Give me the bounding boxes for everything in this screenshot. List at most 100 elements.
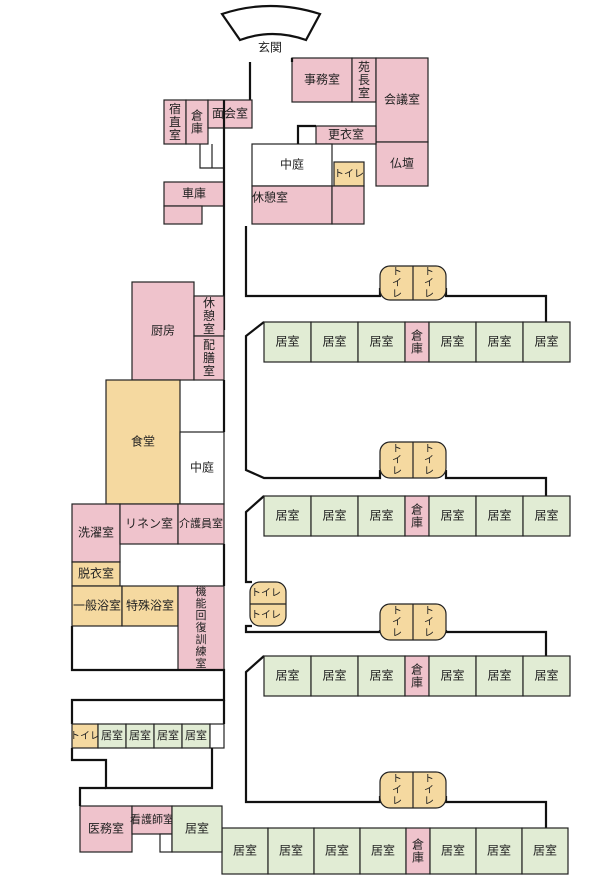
- wing3-room-7-label: 居室: [534, 668, 558, 683]
- wing4-room-6: [429, 827, 477, 875]
- room-linen: [119, 503, 179, 545]
- wing1-room-1: [263, 321, 312, 363]
- room-director: [351, 57, 377, 103]
- wing4-room-7-label: 居室: [487, 843, 511, 858]
- small-wing-room-3-label: 居室: [157, 728, 179, 742]
- wing4-room-4: [359, 827, 407, 875]
- room-medical-label: 医務室: [88, 821, 124, 836]
- wing2-room-2: [310, 495, 359, 537]
- entrance-hall: [250, 38, 294, 64]
- room-dining-label: 食堂: [131, 434, 155, 449]
- wing1-room-5-label: 居室: [440, 334, 464, 349]
- room-office-label: 事務室: [304, 72, 340, 87]
- wing3-room-2-label: 居室: [322, 668, 346, 683]
- wing1-storage: [404, 321, 430, 363]
- toilet-lower: [71, 723, 99, 749]
- toilet-4a-label: トイレ: [392, 774, 402, 807]
- wing2-room-3-label: 居室: [369, 508, 393, 523]
- wing1-room-5: [428, 321, 477, 363]
- wing3-room-7: [522, 655, 571, 697]
- wing4-room-8-label: 居室: [533, 843, 557, 858]
- wing3-room-6-label: 居室: [487, 668, 511, 683]
- wing1-room-3-label: 居室: [369, 334, 393, 349]
- room-resident-medical-label: 居室: [185, 821, 209, 836]
- room-nurse-side: [159, 833, 173, 853]
- wing2-room-7-label: 居室: [534, 508, 558, 523]
- wing3-storage-label: 倉庫: [411, 661, 423, 689]
- wing2-room-5-label: 居室: [440, 508, 464, 523]
- room-conference: [375, 57, 429, 143]
- toilet-1b-label: トイレ: [424, 267, 434, 300]
- wing3-room-1: [263, 655, 312, 697]
- wing2-room-2-label: 居室: [322, 508, 346, 523]
- room-director-label: 苑長室: [358, 60, 370, 100]
- wing3-room-1-label: 居室: [275, 668, 299, 683]
- small-wing: 居室居室居室居室: [97, 723, 225, 749]
- wing2-room-7: [522, 495, 571, 537]
- room-general-bath-label: 一般浴室: [73, 598, 121, 613]
- room-special-bath: [121, 585, 179, 627]
- room-dressing: [315, 125, 377, 145]
- toilet-side-a-label: トイレ: [251, 588, 281, 599]
- room-medical: [79, 805, 133, 853]
- entrance-canopy: [220, 4, 322, 42]
- room-conference-label: 会議室: [384, 92, 420, 107]
- room-kitchen-label: 厨房: [151, 323, 175, 338]
- wing3-storage: [404, 655, 430, 697]
- wing2-room-6: [475, 495, 524, 537]
- resident-wings: 居室居室居室倉庫居室居室居室居室居室居室倉庫居室居室居室居室居室居室倉庫居室居室…: [221, 321, 571, 875]
- wing4-room-1-label: 居室: [233, 843, 257, 858]
- wing1-room-7-label: 居室: [534, 334, 558, 349]
- wing1-room-1-label: 居室: [275, 334, 299, 349]
- toilet-3b-label: トイレ: [424, 606, 434, 639]
- small-wing-room-2-label: 居室: [129, 728, 151, 742]
- room-lounge-side: [331, 185, 365, 225]
- room-resident-medical: [171, 805, 223, 853]
- room-caregiver-label: 介護員室: [179, 516, 223, 530]
- room-linen-label: リネン室: [125, 516, 173, 531]
- small-wing-room-4-label: 居室: [185, 728, 207, 742]
- room-dressing-label: 更衣室: [328, 127, 364, 142]
- room-office: [291, 57, 353, 103]
- room-garage-label: 車庫: [182, 187, 206, 201]
- room-nurse-label: 看護師室: [130, 812, 174, 826]
- toilet-4b-label: トイレ: [424, 774, 434, 807]
- small-wing-room-4: [181, 723, 211, 749]
- wing4-room-2: [267, 827, 315, 875]
- room-nurse: [131, 805, 173, 835]
- wing2-storage-label: 倉庫: [411, 501, 423, 529]
- wing4-room-6-label: 居室: [441, 843, 465, 858]
- wing3-room-6: [475, 655, 524, 697]
- small-wing-room-3: [153, 723, 183, 749]
- toilet-lower-label: トイレ: [70, 731, 100, 742]
- wing2-storage: [404, 495, 430, 537]
- small-wing-end: [209, 723, 225, 749]
- room-altar: [375, 141, 429, 187]
- wing4-room-4-label: 居室: [371, 843, 395, 858]
- room-night-duty-label: 宿直室: [169, 101, 181, 142]
- room-special-bath-label: 特殊浴室: [126, 598, 174, 613]
- room-interview-label: 面会室: [212, 106, 248, 121]
- wing4-storage-label: 倉庫: [412, 836, 424, 864]
- toilet-admin: [333, 161, 365, 187]
- room-lounge-label: 休憩室: [252, 190, 288, 205]
- wing1-room-2-label: 居室: [322, 334, 346, 349]
- room-rehab-label: 機能回復訓練室: [196, 584, 207, 670]
- toilet-2a-label: トイレ: [392, 444, 402, 477]
- wing1-room-6-label: 居室: [487, 334, 511, 349]
- room-meal-prep-label: 配膳室: [203, 338, 215, 378]
- wing3-room-3-label: 居室: [369, 668, 393, 683]
- wing4-room-8: [521, 827, 569, 875]
- room-meal-prep: [193, 335, 225, 381]
- wing4-room-2-label: 居室: [279, 843, 303, 858]
- toilet-3a-label: トイレ: [392, 606, 402, 639]
- toilet-admin-label: トイレ: [334, 169, 364, 180]
- toilet-side-b-label: トイレ: [251, 610, 281, 621]
- courtyard-top-label: 中庭: [280, 157, 304, 172]
- room-garage: [163, 181, 225, 207]
- wing1-storage-label: 倉庫: [411, 327, 423, 355]
- wing2-room-1-label: 居室: [275, 508, 299, 523]
- room-lounge-kitchen-label: 休憩室: [203, 296, 215, 336]
- wing2-room-1: [263, 495, 312, 537]
